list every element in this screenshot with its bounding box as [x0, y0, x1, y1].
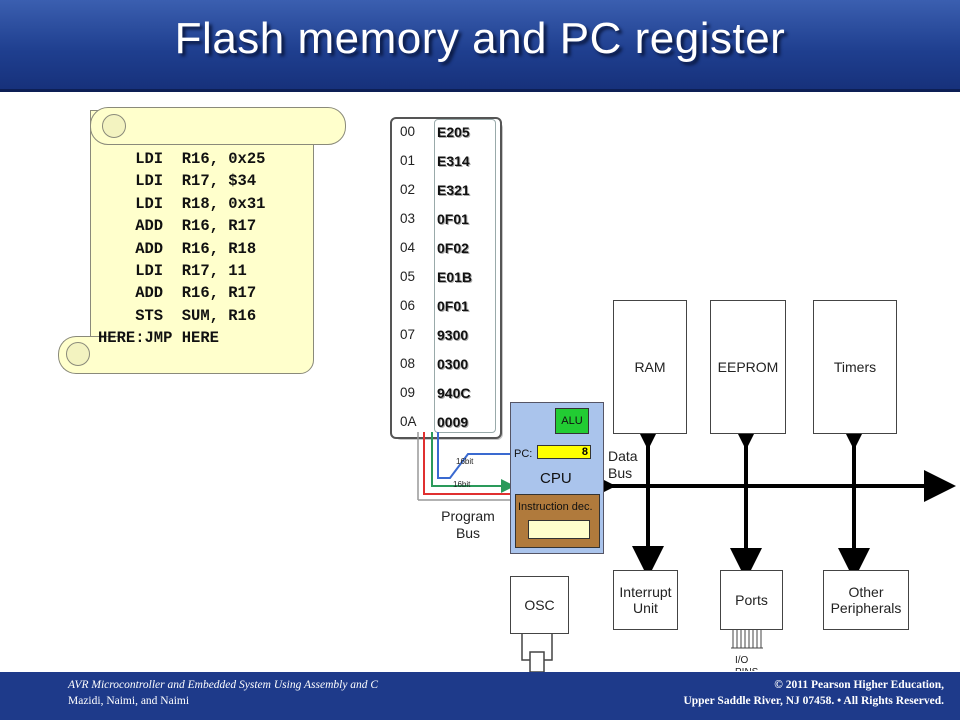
alu-block: ALU — [555, 408, 589, 434]
memory-value: E321 — [437, 182, 470, 198]
code-line: ADD R16, R18 — [98, 239, 257, 258]
memory-value: E205 — [437, 124, 470, 140]
code-scroll — [90, 110, 314, 374]
memory-value: E314 — [437, 153, 470, 169]
code-line: LDI R17, 11 — [98, 262, 247, 281]
scroll-bottom-curl-inner — [66, 342, 90, 366]
code-line: HERE:JMP HERE — [98, 329, 219, 348]
slide-title: Flash memory and PC register — [174, 14, 786, 63]
memory-value: E01B — [437, 269, 473, 285]
io-pins-label: I/O PINS — [735, 655, 758, 671]
other-peripherals-block: Other Peripherals — [823, 570, 909, 630]
io-pins — [731, 628, 763, 649]
memory-value: 0300 — [437, 356, 469, 372]
pc-register: 8 — [537, 445, 591, 459]
memory-value: 0009 — [437, 414, 469, 430]
memory-value: 9300 — [437, 327, 469, 343]
bus-width-label: 16bit — [453, 480, 471, 489]
title-bar — [0, 0, 960, 92]
ports-block: Ports — [720, 570, 783, 630]
memory-address: 04 — [400, 240, 416, 255]
crystal — [529, 651, 545, 673]
memory-value: 0F02 — [437, 240, 469, 256]
memory-value: 0F01 — [437, 211, 469, 227]
scroll-top-curl — [90, 107, 346, 145]
pc-label: PC: — [514, 448, 533, 460]
timers-block: Timers — [813, 300, 897, 434]
code-line: LDI R16, 0x25 — [98, 150, 266, 168]
footer-bar — [0, 672, 960, 720]
memory-address: 02 — [400, 182, 416, 197]
footer-copyright: © 2011 Pearson Higher Education, Upper S… — [683, 677, 944, 709]
memory-value: 940C — [437, 385, 471, 401]
code-line: ADD R16, R17 — [98, 217, 257, 236]
ram-block: RAM — [613, 300, 687, 434]
assembly-code: LDI R16, 0x25 LDI R17, $34 LDI R18, 0x31… — [98, 148, 265, 350]
cpu-label: CPU — [540, 470, 572, 487]
osc-block: OSC — [510, 576, 569, 634]
eeprom-block: EEPROM — [710, 300, 786, 434]
memory-address: 09 — [400, 385, 416, 400]
instruction-decoder-label: Instruction dec. — [518, 501, 593, 513]
code-line: ADD R16, R17 — [98, 284, 257, 303]
instruction-register — [528, 520, 590, 539]
interrupt-unit-block: Interrupt Unit — [613, 570, 678, 630]
flash-memory — [390, 117, 502, 439]
code-line: LDI R18, 0x31 — [98, 194, 266, 213]
memory-address: 05 — [400, 269, 416, 284]
footer-copyright-line1: © 2011 Pearson Higher Education, — [774, 679, 944, 691]
memory-address: 08 — [400, 356, 416, 371]
memory-address: 0A — [400, 414, 417, 429]
footer-copyright-line2: Upper Saddle River, NJ 07458. • All Righ… — [683, 695, 944, 707]
memory-value: 0F01 — [437, 298, 469, 314]
memory-address: 06 — [400, 298, 416, 313]
footer-book-credit: AVR Microcontroller and Embedded System … — [68, 677, 378, 709]
program-bus-label: Program Bus — [441, 508, 495, 541]
memory-address: 03 — [400, 211, 416, 226]
scroll-top-curl-inner — [102, 114, 126, 138]
footer-book-title: AVR Microcontroller and Embedded System … — [68, 679, 379, 691]
memory-address: 07 — [400, 327, 416, 342]
memory-address: 01 — [400, 153, 416, 168]
bus-width-label: 16bit — [456, 457, 474, 466]
code-line: LDI R17, $34 — [98, 172, 257, 191]
footer-authors: Mazidi, Naimi, and Naimi — [68, 695, 190, 707]
code-line: STS SUM, R16 — [98, 306, 257, 325]
memory-address: 00 — [400, 124, 416, 139]
data-bus-label: Data Bus — [608, 448, 638, 481]
